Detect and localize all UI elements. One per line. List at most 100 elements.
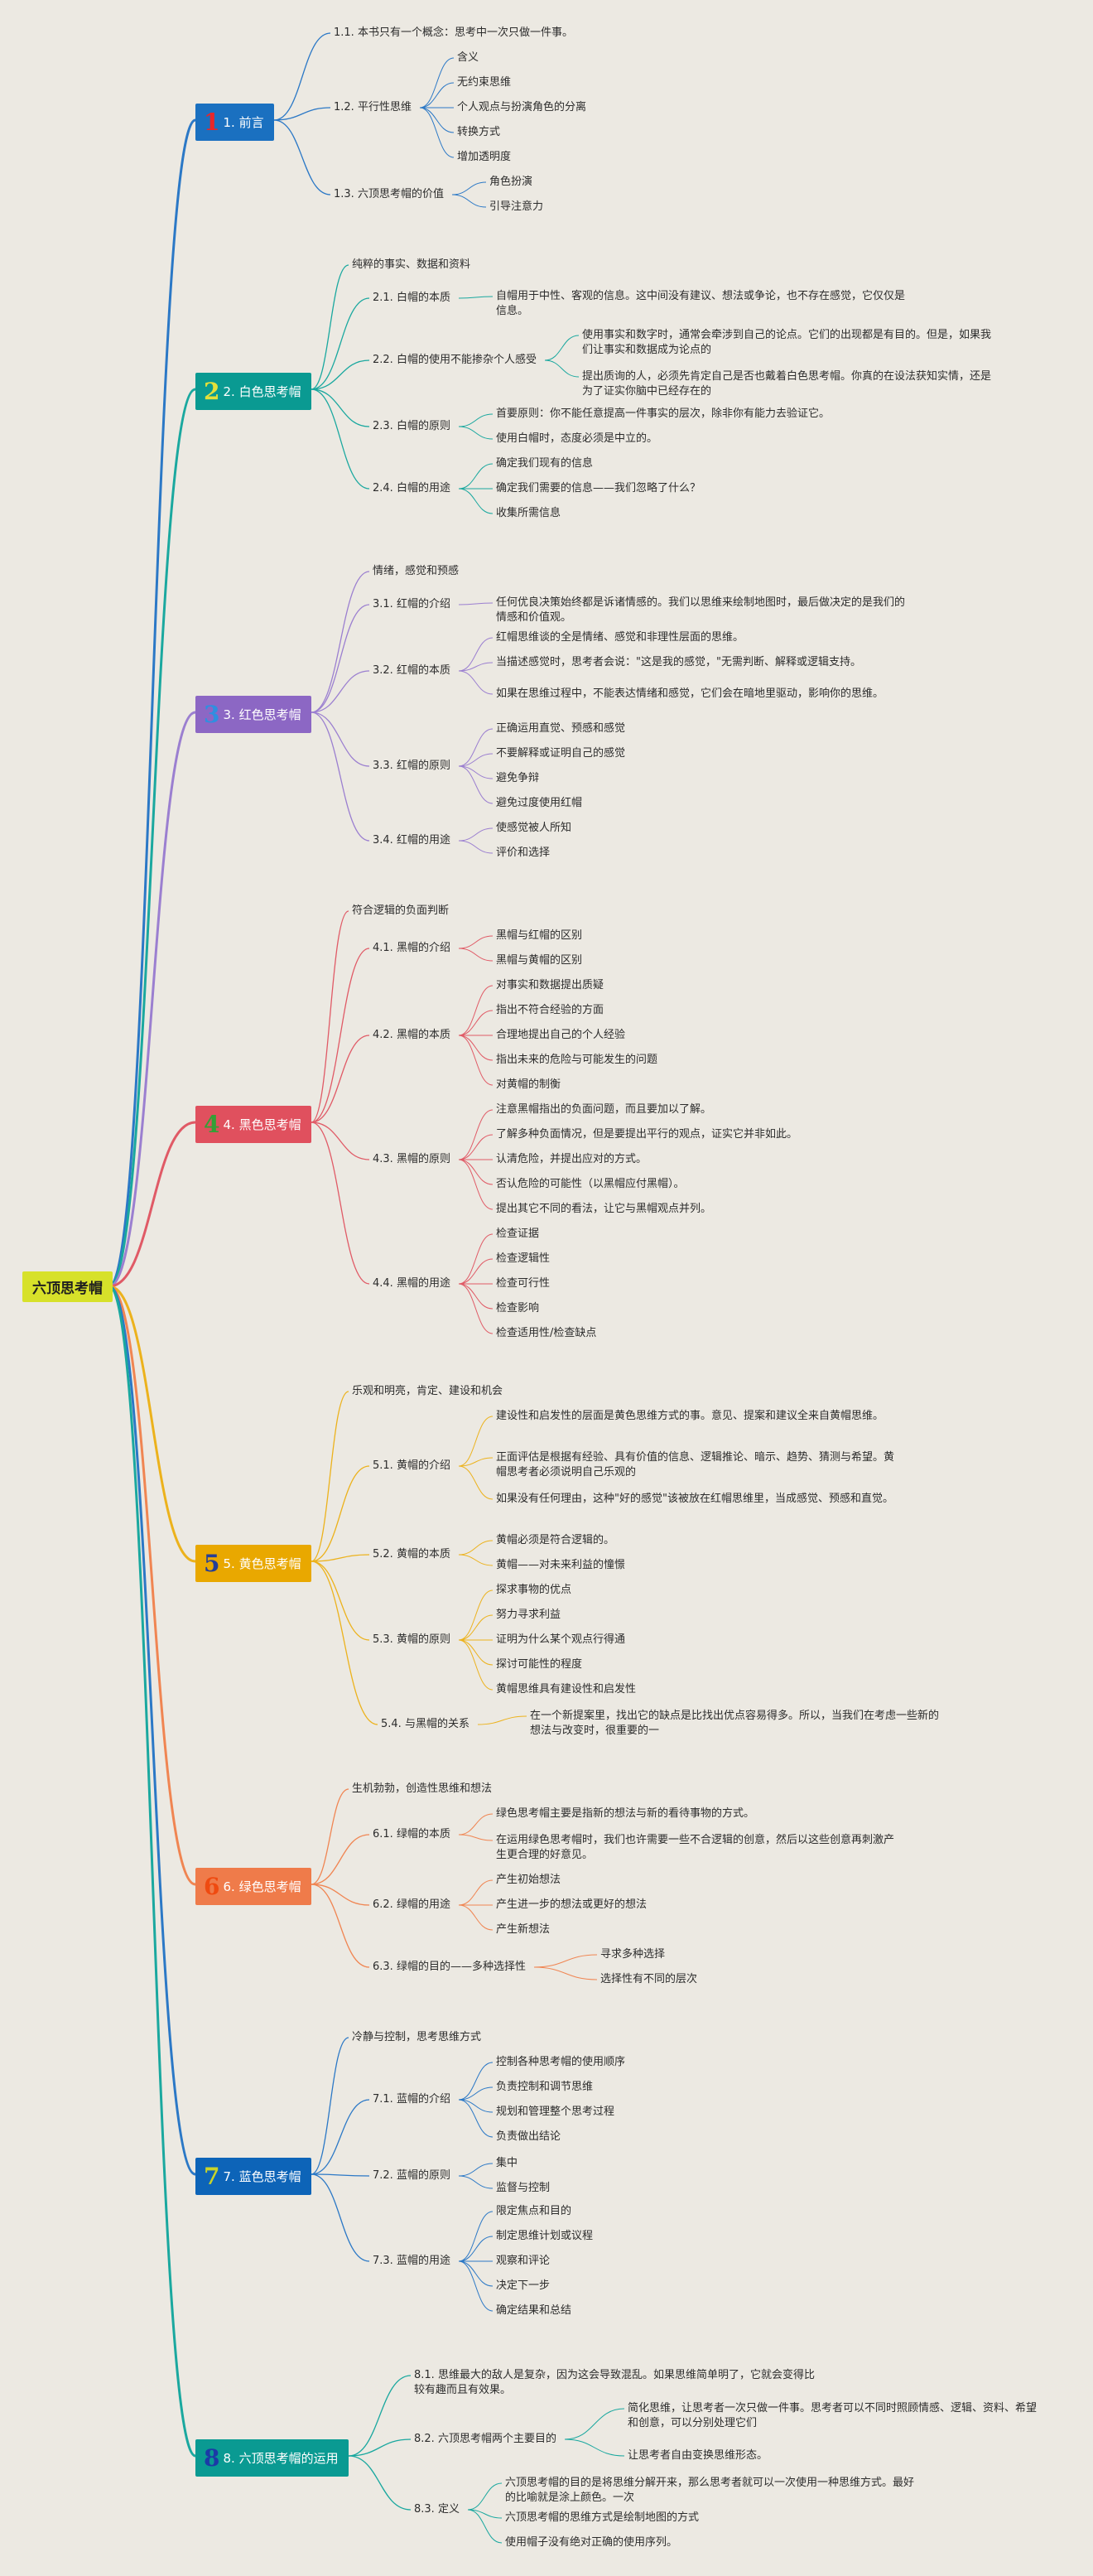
branch-7-detail[interactable]: 负责做出结论 [496,2130,561,2143]
branch-8-topic[interactable]: 8.1. 思维最大的敌人是复杂，因为这会导致混乱。如果思维简单明了，它就会变得比… [414,2369,815,2396]
branch-7-detail[interactable]: 规划和管理整个思考过程 [496,2106,615,2118]
branch-1-detail[interactable]: 转换方式 [457,126,501,138]
branch-5-detail[interactable]: 如果没有任何理由，这种"好的感觉"该被放在红帽思维里，当成感觉、预感和直觉。 [496,1493,893,1505]
branch-6-topic[interactable]: 生机勃勃，创造性思维和想法 [352,1782,493,1795]
branch-6-detail[interactable]: 在运用绿色思考帽时，我们也许需要一些不合逻辑的创意，然后以这些创意再刺激产生更合… [496,1834,895,1861]
branch-5-topic[interactable]: 乐观和明亮，肯定、建设和机会 [352,1385,503,1397]
branch-6-topic[interactable]: 6.3. 绿帽的目的——多种选择性 [373,1961,526,1973]
branch-3-topic[interactable]: 情绪，感觉和预感 [373,565,460,577]
branch-4-topic[interactable]: 4.4. 黑帽的用途 [373,1277,450,1290]
branch-2-detail[interactable]: 确定我们需要的信息——我们忽略了什么？ [496,482,701,494]
branch-4-detail[interactable]: 合理地提出自己的个人经验 [496,1029,626,1041]
branch-5-detail[interactable]: 证明为什么某个观点行得通 [496,1633,626,1646]
branch-3-detail[interactable]: 评价和选择 [496,847,551,859]
branch-1-topic[interactable]: 1.2. 平行性思维 [334,101,412,113]
branch-8-detail[interactable]: 简化思维，让思考者一次只做一件事。思考者可以不同时照顾情感、逻辑、资料、希望和创… [628,2402,1038,2429]
branch-8-detail[interactable]: 让思考者自由变换思维形态。 [628,2449,768,2462]
branch-4-detail[interactable]: 否认危险的可能性（以黑帽应付黑帽）。 [496,1178,685,1190]
branch-4-detail[interactable]: 认清危险，并提出应对的方式。 [496,1153,648,1165]
branch-1-detail[interactable]: 引导注意力 [489,200,544,213]
branch-4-detail[interactable]: 黑帽与红帽的区别 [496,929,583,942]
branch-2-detail[interactable]: 使用事实和数字时，通常会牵涉到自己的论点。它们的出现都是有目的。但是，如果我们让… [582,329,992,356]
branch-3-detail[interactable]: 如果在思维过程中，不能表达情绪和感觉，它们会在暗地里驱动，影响你的思维。 [496,687,884,700]
branch-2-detail[interactable]: 使用白帽时，态度必须是中立的。 [496,432,658,445]
branch-4-detail[interactable]: 指出未来的危险与可能发生的问题 [496,1054,658,1066]
branch-2-detail[interactable]: 首要原则：你不能任意提高一件事实的层次，除非你有能力去验证它。 [496,408,831,420]
branch-7-detail[interactable]: 决定下一步 [496,2279,551,2292]
branch-4-detail[interactable]: 黑帽与黄帽的区别 [496,954,583,967]
branch-2-topic[interactable]: 2.3. 白帽的原则 [373,420,450,432]
branch-2-topic[interactable]: 2.2. 白帽的使用不能掺杂个人感受 [373,354,537,366]
branch-6-detail[interactable]: 产生进一步的想法或更好的想法 [496,1898,648,1911]
branch-5-detail[interactable]: 黄帽思维具有建设性和启发性 [496,1683,637,1696]
branch-1-detail[interactable]: 含义 [457,51,479,64]
branch-4-detail[interactable]: 对事实和数据提出质疑 [496,979,604,991]
branch-5-detail[interactable]: 建设性和启发性的层面是黄色思维方式的事。意见、提案和建议全来自黄帽思维。 [496,1410,884,1422]
branch-3-detail[interactable]: 避免过度使用红帽 [496,797,583,809]
branch-4-detail[interactable]: 对黄帽的制衡 [496,1078,561,1091]
branch-7-detail[interactable]: 限定焦点和目的 [496,2205,572,2217]
branch-2-topic[interactable]: 2.4. 白帽的用途 [373,482,450,494]
branch-5-detail[interactable]: 探讨可能性的程度 [496,1658,583,1671]
branch-4-detail[interactable]: 检查逻辑性 [496,1252,551,1265]
branch-7-topic[interactable]: 7.2. 蓝帽的原则 [373,2169,450,2182]
branch-8-detail[interactable]: 六顶思考帽的思维方式是绘制地图的方式 [505,2511,700,2524]
branch-5-topic[interactable]: 5.3. 黄帽的原则 [373,1633,450,1646]
branch-3-detail[interactable]: 使感觉被人所知 [496,822,572,834]
branch-3-detail[interactable]: 避免争辩 [496,772,540,784]
branch-6-topic[interactable]: 6.1. 绿帽的本质 [373,1828,450,1840]
branch-1-detail[interactable]: 个人观点与扮演角色的分离 [457,101,587,113]
branch-3-detail[interactable]: 当描述感觉时，思考者会说："这是我的感觉，"无需判断、解释或逻辑支持。 [496,656,861,668]
branch-5-detail[interactable]: 努力寻求利益 [496,1609,561,1621]
branch-3-detail[interactable]: 正确运用直觉、预感和感觉 [496,722,626,735]
branch-3-topic[interactable]: 3.2. 红帽的本质 [373,664,450,677]
branch-7-detail[interactable]: 监督与控制 [496,2182,551,2194]
branch-4-topic[interactable]: 4.2. 黑帽的本质 [373,1029,450,1041]
branch-6-detail[interactable]: 产生初始想法 [496,1874,561,1886]
root-node[interactable]: 六顶思考帽 [22,1271,113,1302]
branch-5-detail[interactable]: 在一个新提案里，找出它的缺点是比找出优点容易得多。所以，当我们在考虑一些新的想法… [530,1710,940,1737]
branch-7-topic[interactable]: 7.3. 蓝帽的用途 [373,2255,450,2267]
branch-3-detail[interactable]: 不要解释或证明自己的感觉 [496,747,626,760]
branch-7-detail[interactable]: 制定思维计划或议程 [496,2230,594,2242]
branch-3-detail[interactable]: 红帽思维谈的全是情绪、感觉和非理性层面的思维。 [496,631,744,644]
branch-6-topic[interactable]: 6.2. 绿帽的用途 [373,1898,450,1911]
branch-5-detail[interactable]: 黄帽必须是符合逻辑的。 [496,1534,615,1546]
branch-4-detail[interactable]: 检查证据 [496,1228,540,1240]
branch-5-topic[interactable]: 5.2. 黄帽的本质 [373,1548,450,1561]
branch-2-detail[interactable]: 确定我们现有的信息 [496,457,594,470]
branch-3-topic[interactable]: 3.3. 红帽的原则 [373,760,450,772]
branch-7-detail[interactable]: 负责控制和调节思维 [496,2081,594,2093]
branch-8-detail[interactable]: 使用帽子没有绝对正确的使用序列。 [505,2536,678,2549]
branch-8-topic[interactable]: 8.3. 定义 [414,2503,460,2516]
branch-5-topic[interactable]: 5.4. 与黑帽的关系 [381,1718,469,1730]
branch-1-topic[interactable]: 1.3. 六顶思考帽的价值 [334,188,444,200]
branch-4-detail[interactable]: 注意黑帽指出的负面问题，而且要加以了解。 [496,1103,712,1116]
branch-4-topic[interactable]: 4.3. 黑帽的原则 [373,1153,450,1165]
branch-2-detail[interactable]: 收集所需信息 [496,507,561,519]
branch-3-topic[interactable]: 3.4. 红帽的用途 [373,834,450,847]
branch-5-detail[interactable]: 正面评估是根据有经验、具有价值的信息、逻辑推论、暗示、趋势、猜测与希望。黄帽思考… [496,1451,895,1479]
branch-6-detail[interactable]: 绿色思考帽主要是指新的想法与新的看待事物的方式。 [496,1807,755,1820]
branch-8-detail[interactable]: 六顶思考帽的目的是将思维分解开来，那么思考者就可以一次使用一种思维方式。最好的比… [505,2477,915,2504]
branch-4-detail[interactable]: 指出不符合经验的方面 [496,1004,604,1016]
branch-6-detail[interactable]: 选择性有不同的层次 [600,1973,698,1985]
branch-4-topic[interactable]: 符合逻辑的负面判断 [352,904,450,917]
branch-7-detail[interactable]: 控制各种思考帽的使用顺序 [496,2056,626,2068]
branch-2-topic[interactable]: 纯粹的事实、数据和资料 [352,258,471,271]
branch-6-detail[interactable]: 寻求多种选择 [600,1948,666,1961]
branch-4-detail[interactable]: 提出其它不同的看法，让它与黑帽观点并列。 [496,1203,712,1215]
branch-3-topic[interactable]: 3.1. 红帽的介绍 [373,598,450,610]
branch-4-detail[interactable]: 检查影响 [496,1302,540,1315]
branch-4-topic[interactable]: 4.1. 黑帽的介绍 [373,942,450,954]
branch-5-topic[interactable]: 5.1. 黄帽的介绍 [373,1459,450,1472]
branch-1-topic[interactable]: 1.1. 本书只有一个概念：思考中一次只做一件事。 [334,27,573,39]
